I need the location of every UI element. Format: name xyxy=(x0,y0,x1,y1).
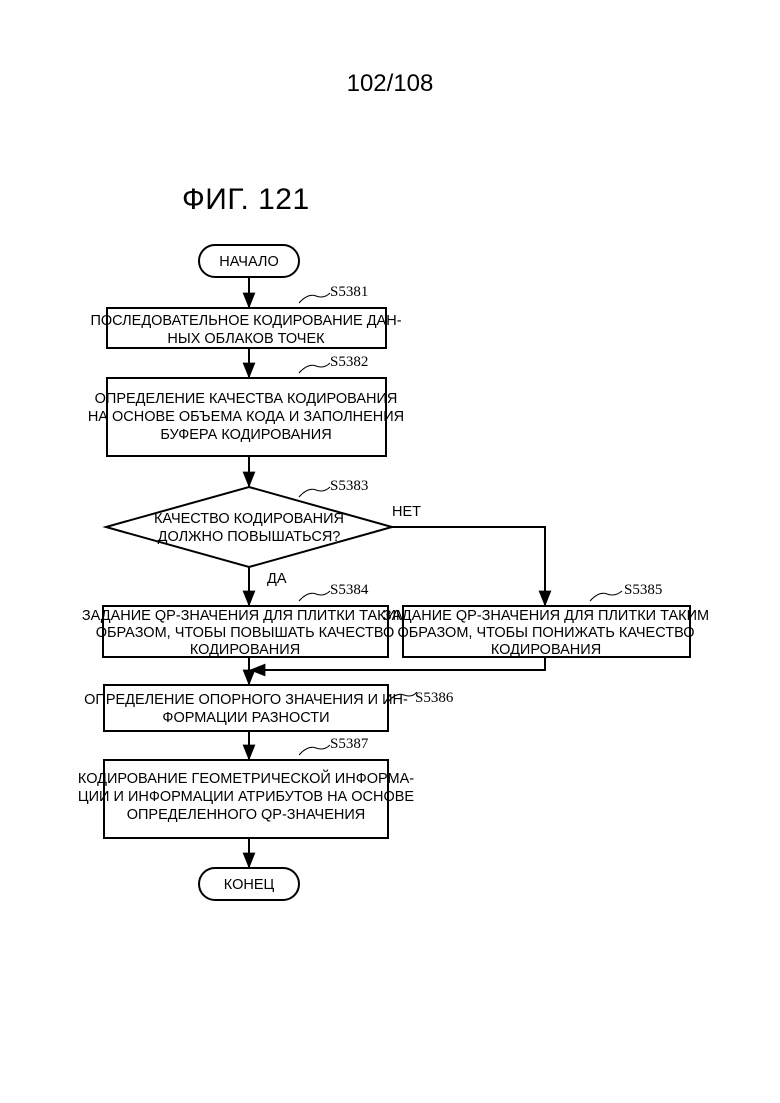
s5387-line-3: ОПРЕДЕЛЕННОГО QP-ЗНАЧЕНИЯ xyxy=(127,807,366,823)
process-box-s5382: ОПРЕДЕЛЕНИЕ КАЧЕСТВА КОДИРОВАНИЯ НА ОСНО… xyxy=(88,378,404,456)
s5386-step-label: S5386 xyxy=(415,690,454,706)
s5383-line-1: КАЧЕСТВО КОДИРОВАНИЯ xyxy=(154,511,344,527)
edge-s5385-merge xyxy=(251,657,545,670)
s5387-line-1: КОДИРОВАНИЕ ГЕОМЕТРИЧЕСКОЙ ИНФОРМА- xyxy=(78,769,414,787)
s5384-leader xyxy=(299,591,330,601)
s5381-line-1: ПОСЛЕДОВАТЕЛЬНОЕ КОДИРОВАНИЕ ДАН- xyxy=(90,313,401,329)
process-box-s5384: ЗАДАНИЕ QP-ЗНАЧЕНИЯ ДЛЯ ПЛИТКИ ТАКИМ ОБР… xyxy=(82,606,408,658)
s5381-step-label: S5381 xyxy=(330,284,368,300)
s5385-line-1: ЗАДАНИЕ QP-ЗНАЧЕНИЯ ДЛЯ ПЛИТКИ ТАКИМ xyxy=(383,608,709,624)
s5384-line-1: ЗАДАНИЕ QP-ЗНАЧЕНИЯ ДЛЯ ПЛИТКИ ТАКИМ xyxy=(82,608,408,624)
s5384-line-2: ОБРАЗОМ, ЧТОБЫ ПОВЫШАТЬ КАЧЕСТВО xyxy=(96,625,395,641)
process-box-s5386: ОПРЕДЕЛЕНИЕ ОПОРНОГО ЗНАЧЕНИЯ И ИН- ФОРМ… xyxy=(84,685,408,731)
process-box-s5381: ПОСЛЕДОВАТЕЛЬНОЕ КОДИРОВАНИЕ ДАН- НЫХ ОБ… xyxy=(90,308,401,348)
s5385-line-3: КОДИРОВАНИЯ xyxy=(491,642,601,658)
branch-label-yes: ДА xyxy=(267,571,287,587)
start-label: НАЧАЛО xyxy=(219,254,278,270)
s5385-line-2: ОБРАЗОМ, ЧТОБЫ ПОНИЖАТЬ КАЧЕСТВО xyxy=(397,625,694,641)
s5383-step-label: S5383 xyxy=(330,478,368,494)
end-label: КОНЕЦ xyxy=(224,877,275,893)
s5385-step-label: S5385 xyxy=(624,582,662,598)
s5387-line-2: ЦИИ И ИНФОРМАЦИИ АТРИБУТОВ НА ОСНОВЕ xyxy=(78,789,415,805)
s5381-line-2: НЫХ ОБЛАКОВ ТОЧЕК xyxy=(167,331,325,347)
s5387-step-label: S5387 xyxy=(330,736,369,752)
s5381-leader xyxy=(299,293,330,303)
process-box-s5387: КОДИРОВАНИЕ ГЕОМЕТРИЧЕСКОЙ ИНФОРМА- ЦИИ … xyxy=(78,760,415,838)
s5386-line-1: ОПРЕДЕЛЕНИЕ ОПОРНОГО ЗНАЧЕНИЯ И ИН- xyxy=(84,692,408,708)
s5387-leader xyxy=(299,745,330,755)
process-box-s5385: ЗАДАНИЕ QP-ЗНАЧЕНИЯ ДЛЯ ПЛИТКИ ТАКИМ ОБР… xyxy=(383,606,709,658)
s5382-line-3: БУФЕРА КОДИРОВАНИЯ xyxy=(160,427,331,443)
s5384-step-label: S5384 xyxy=(330,582,369,598)
decision-diamond-s5383: КАЧЕСТВО КОДИРОВАНИЯ ДОЛЖНО ПОВЫШАТЬСЯ? xyxy=(106,487,392,567)
s5383-line-2: ДОЛЖНО ПОВЫШАТЬСЯ? xyxy=(158,529,341,545)
s5384-line-3: КОДИРОВАНИЯ xyxy=(190,642,300,658)
s5386-line-2: ФОРМАЦИИ РАЗНОСТИ xyxy=(162,710,329,726)
s5382-leader xyxy=(299,363,330,373)
s5383-leader xyxy=(299,487,330,497)
s5385-leader xyxy=(590,591,622,601)
branch-label-no: НЕТ xyxy=(392,504,421,520)
s5382-line-2: НА ОСНОВЕ ОБЪЕМА КОДА И ЗАПОЛНЕНИЯ xyxy=(88,409,404,425)
s5382-step-label: S5382 xyxy=(330,354,368,370)
edge-s5383-s5385-no xyxy=(392,527,545,605)
start-terminal: НАЧАЛО xyxy=(199,245,299,277)
s5382-line-1: ОПРЕДЕЛЕНИЕ КАЧЕСТВА КОДИРОВАНИЯ xyxy=(95,391,398,407)
end-terminal: КОНЕЦ xyxy=(199,868,299,900)
